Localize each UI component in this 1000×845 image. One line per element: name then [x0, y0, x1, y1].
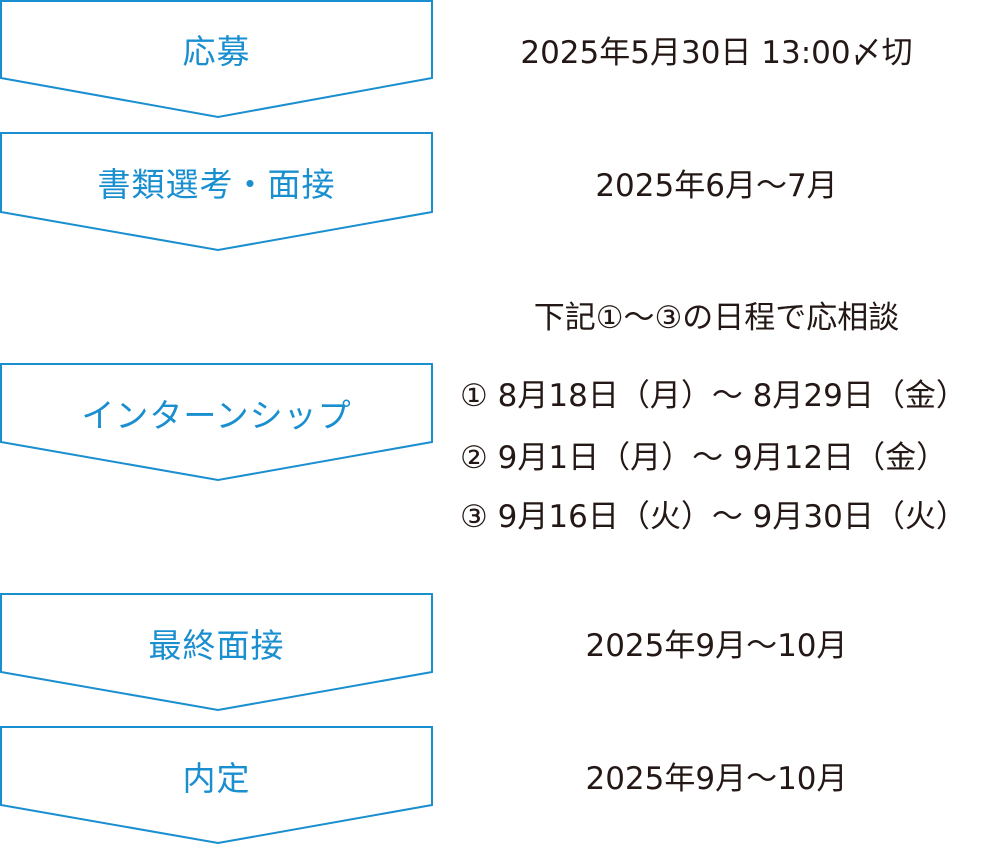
step-label-application: 応募	[182, 32, 251, 71]
step-box-internship	[0, 363, 433, 482]
internship-schedule-3: ③ 9月16日（火）〜 9月30日（火）	[460, 499, 967, 535]
internship-note: 下記①〜③の日程で応相談	[533, 300, 900, 336]
application-deadline: 2025年5月30日 13:00〆切	[520, 35, 913, 71]
final-interview-period: 2025年9月〜10月	[585, 628, 848, 664]
step-box-offer	[0, 726, 433, 845]
screening-period: 2025年6月〜7月	[595, 168, 838, 204]
internship-schedule-1: ① 8月18日（月）〜 8月29日（金）	[460, 378, 967, 414]
step-label-screening: 書類選考・面接	[97, 165, 336, 204]
internship-schedule-2: ② 9月1日（月）〜 9月12日（金）	[460, 440, 948, 476]
step-box-application	[0, 0, 433, 119]
step-label-internship: インターンシップ	[81, 396, 352, 435]
offer-period: 2025年9月〜10月	[585, 761, 848, 797]
step-label-final-interview: 最終面接	[148, 626, 285, 665]
step-box-final-interview	[0, 593, 433, 712]
flow-arrows	[0, 0, 433, 845]
step-label-offer: 内定	[182, 759, 251, 798]
step-box-screening	[0, 132, 433, 252]
